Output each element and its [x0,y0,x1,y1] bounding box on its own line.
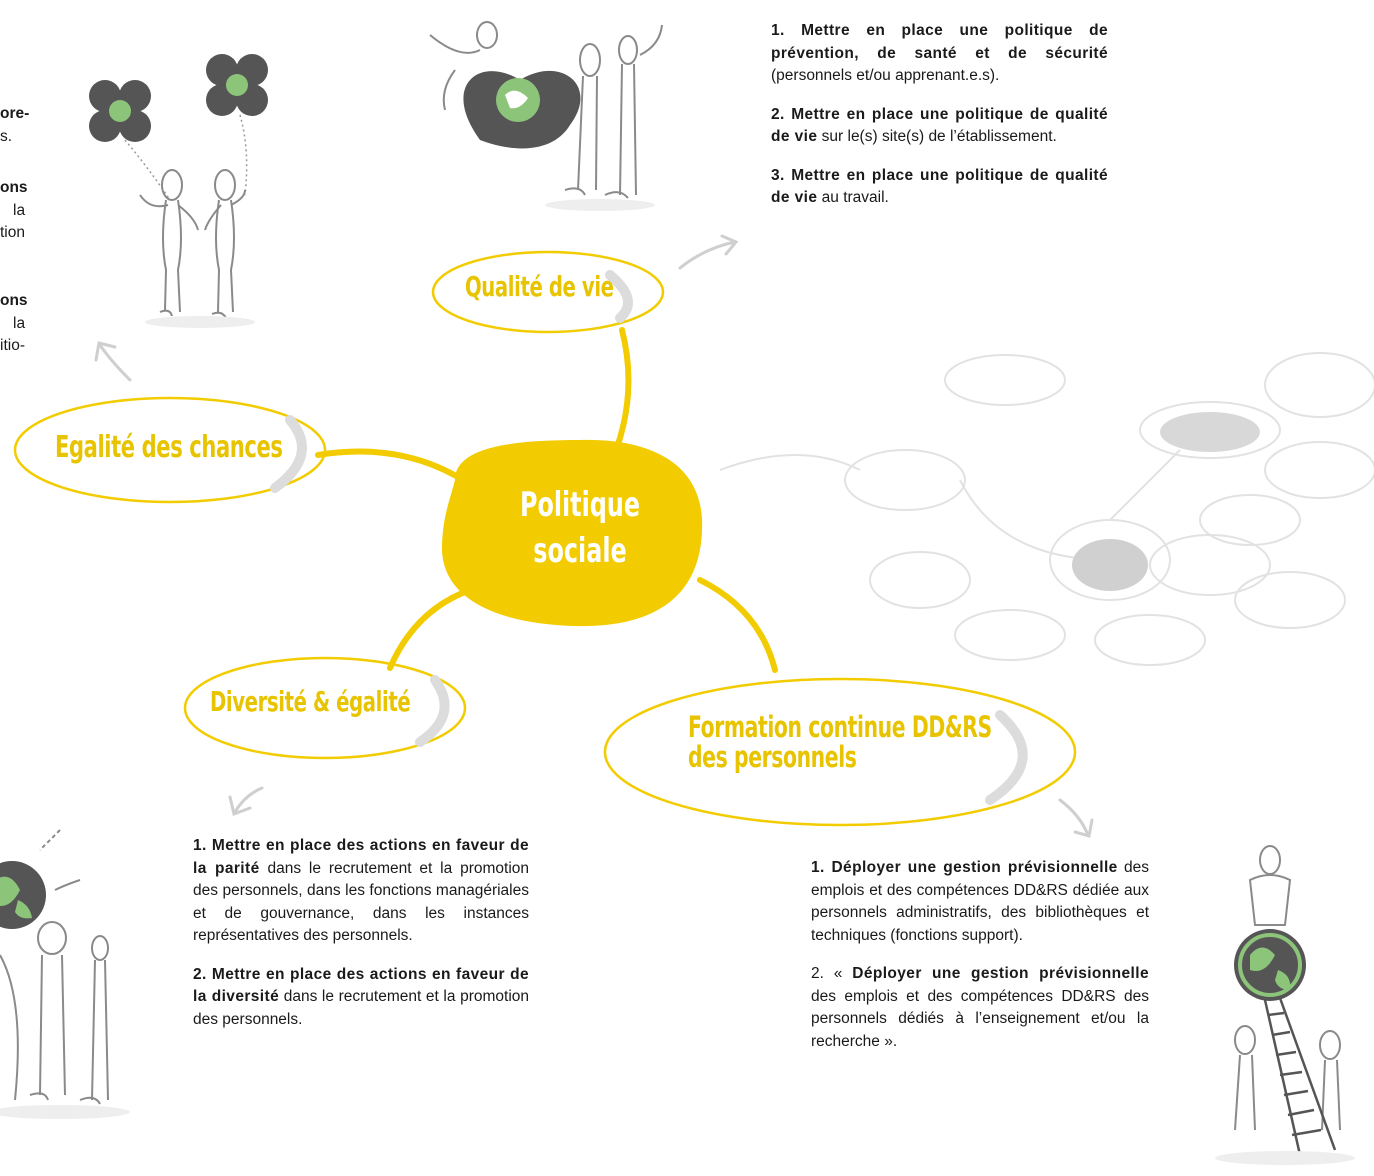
branch-label-formation-line1: Formation continue DD&RS [688,710,992,744]
item-number: 1. [193,837,207,854]
item-text: dans le recrutement et la promotion des … [193,988,529,1028]
heart-illustration [429,21,663,211]
item-text: des emplois et des compétences DD&RS déd… [811,859,1149,944]
item-text: au travail. [821,189,889,206]
branch-label-diversite: Diversité & égalité [210,685,411,718]
item-bold: Déployer une gestion prévisionnelle [852,965,1149,982]
qualite-item-2: 2. Mettre en place une politique de qual… [771,104,1108,149]
formation-oval [603,677,1077,827]
diversite-item-2: 2. Mettre en place des actions en faveur… [193,964,529,1032]
item-bold: Déployer une gestion prévisionnelle [831,859,1118,876]
item-number: 3. [771,166,785,184]
oval-shading [270,270,1028,805]
cut-text-8: itio- [0,337,25,354]
cut-text-7: la [13,315,26,332]
formation-actions: 1. Déployer une gestion prévisionnelle d… [811,857,1149,1069]
cut-text-3: ons [0,179,28,196]
diversite-item-1: 1. Mettre en place des actions en faveur… [193,835,529,948]
formation-item-1: 1. Déployer une gestion prévisionnelle d… [811,857,1149,947]
cut-text-2: s. [0,128,13,145]
item-number: 1. [771,22,785,39]
qualite-item-1: 1. Mettre en place une politique de prév… [771,20,1108,88]
background-network [719,352,1374,666]
cut-text-1: ore- [0,105,30,122]
formation-item-2: 2. « Déployer une gestion prévisionnelle… [811,963,1149,1053]
item-bold: Mettre en place des actions en faveur de… [193,965,529,1006]
clover-balloon-illustration [89,54,268,328]
item-bold: Mettre en place une politique de qualité… [771,166,1108,207]
item-number: 2. [771,105,785,123]
item-text: (personnels et/ou apprenant.e.s). [771,67,1000,84]
background-node-grey-2 [1072,539,1148,591]
item-bold: Mettre en place une politique de qualité… [771,105,1108,146]
item-bold: Mettre en place une politique de prévent… [771,22,1108,62]
center-label-line2: sociale [533,531,627,571]
diversite-actions: 1. Mettre en place des actions en faveur… [193,835,529,1047]
branch-label-formation: Formation continue DD&RS des personnels [688,712,992,772]
egalite-oval [13,396,327,504]
cut-text-5: tion [0,224,25,241]
qualite-oval [431,250,665,334]
branch-label-qualite: Qualité de vie [465,270,614,303]
center-label: Politique sociale [494,482,666,574]
item-text: sur le(s) site(s) de l’établissement. [821,128,1057,145]
item-number: 1. [811,859,825,876]
earth-ladder-illustration [1215,845,1355,1165]
item-text: dans le recrutement et la promotion des … [193,859,529,945]
item-bold: Mettre en place des actions en faveur de… [193,837,529,877]
cut-text-4: la [13,202,26,219]
branch-ovals [13,250,1077,827]
branch-label-formation-line2: des personnels [688,740,857,774]
diversite-oval [183,656,467,760]
background-node-grey-1 [1160,412,1260,452]
cut-text-6: ons [0,292,28,309]
qualite-item-3: 3. Mettre en place une politique de qual… [771,165,1108,210]
item-number: 2. [193,965,207,983]
earth-group-illustration [0,829,130,1119]
branch-label-egalite: Egalité des chances [55,430,283,465]
center-label-line1: Politique [519,485,641,525]
grey-arrows [94,234,1094,838]
item-number: 2. « [811,965,843,982]
center-node [441,439,703,627]
qualite-actions: 1. Mettre en place une politique de prév… [771,20,1108,226]
item-text: des emplois et des compétences DD&RS des… [811,987,1149,1050]
